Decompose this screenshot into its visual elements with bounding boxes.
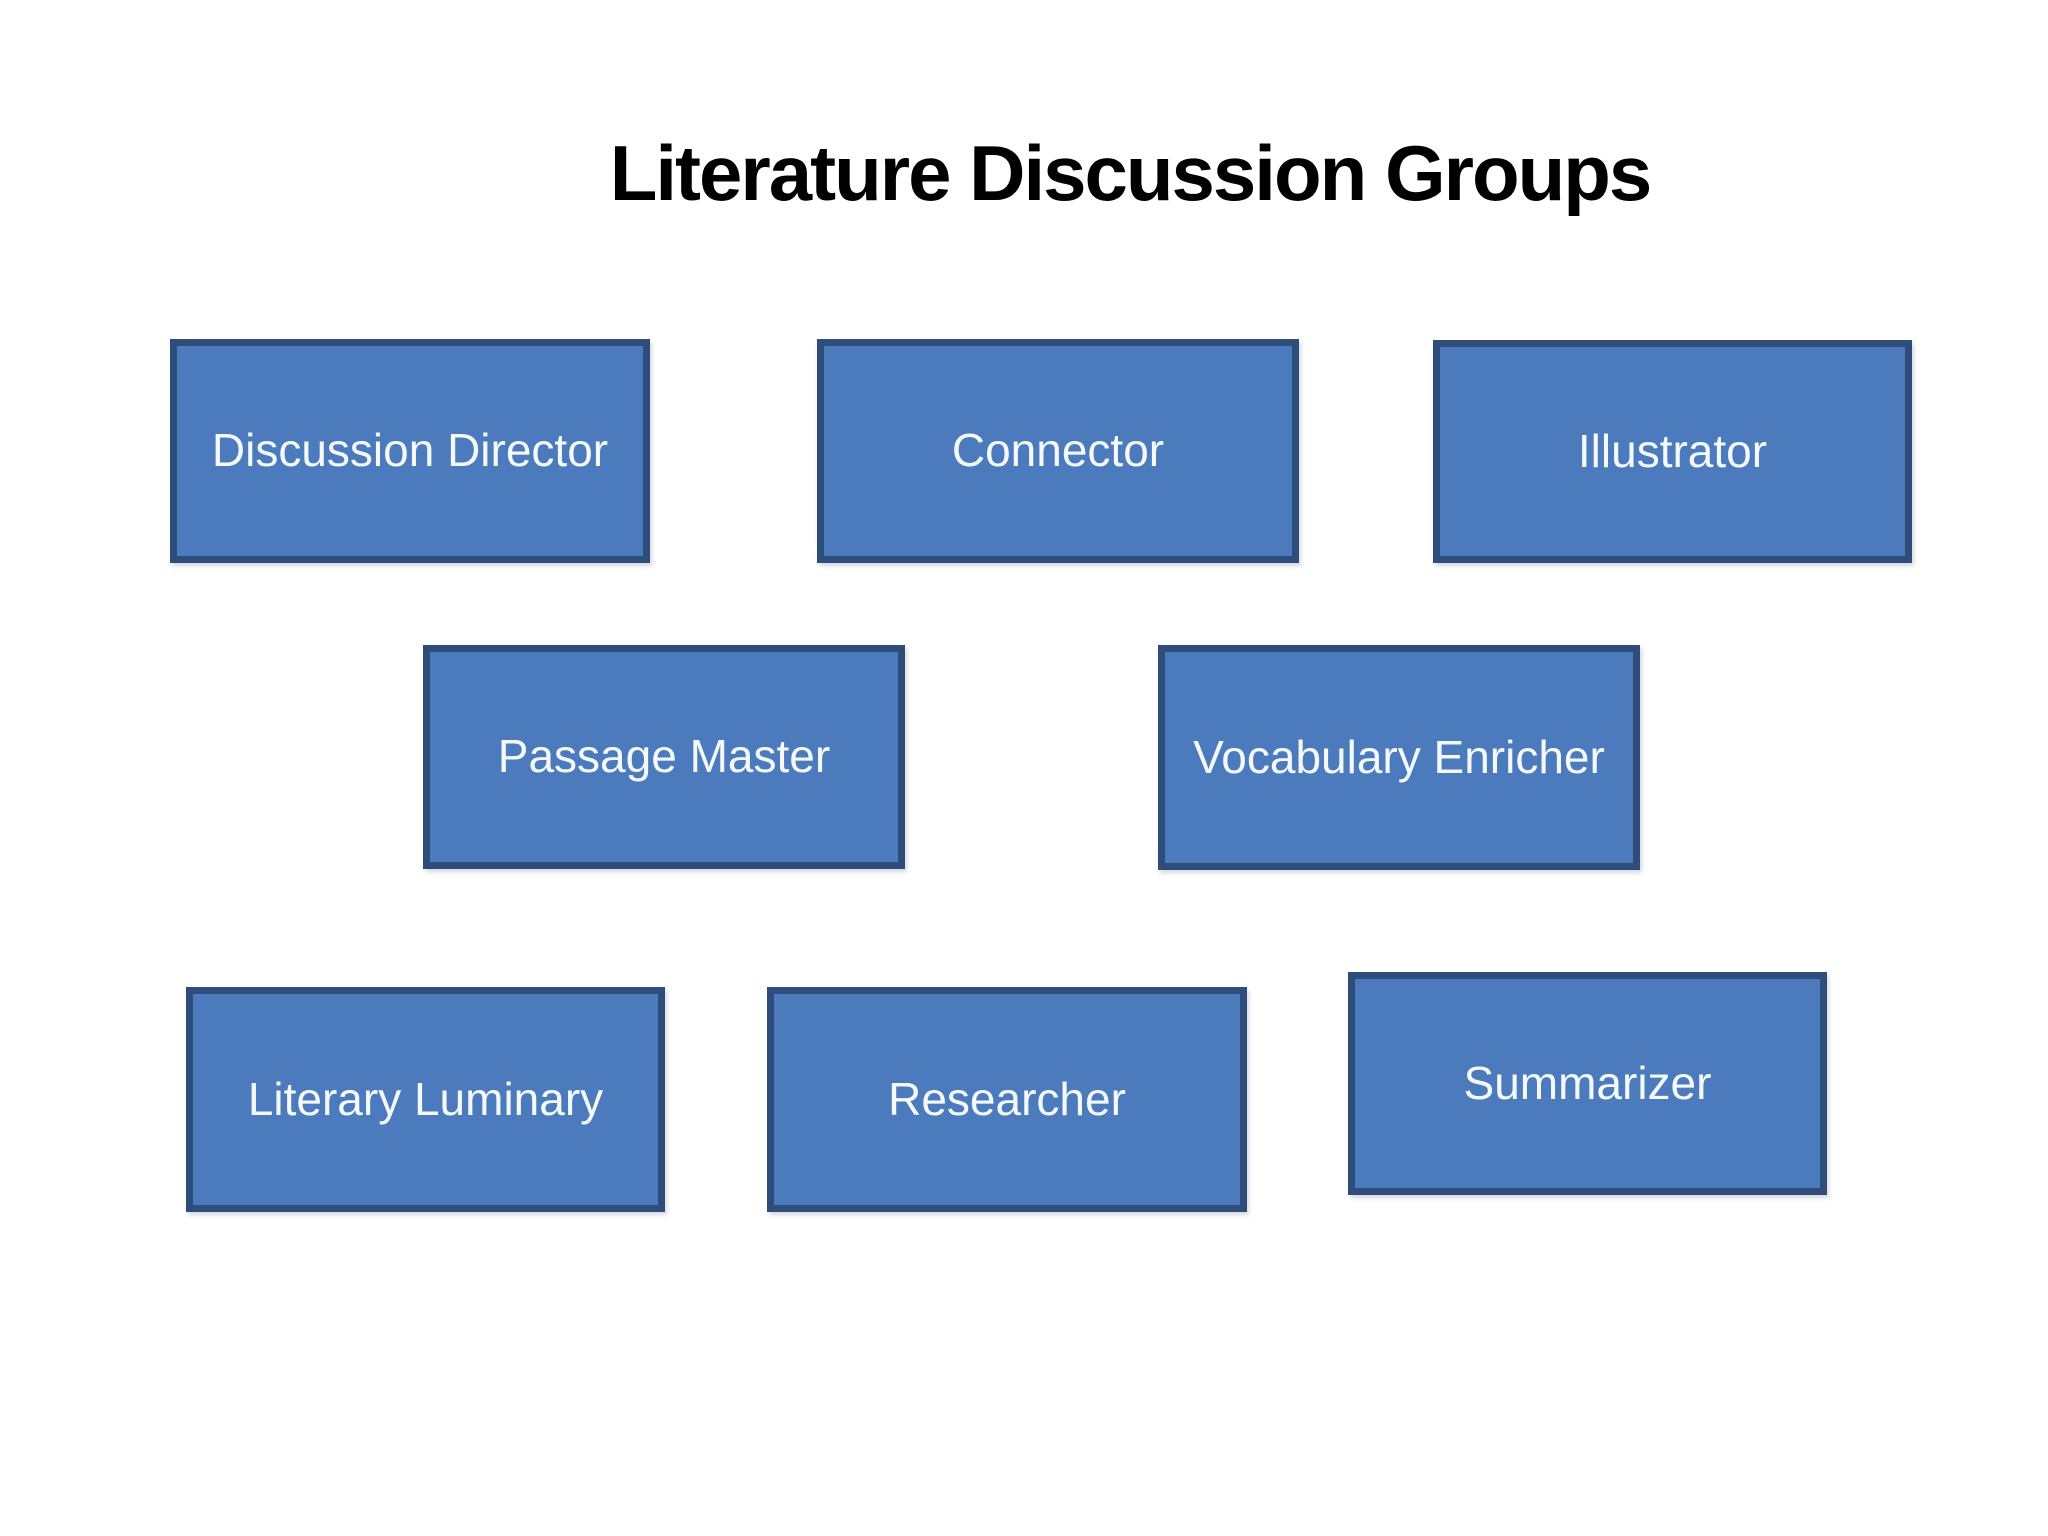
role-box-researcher: Researcher — [767, 987, 1247, 1212]
role-box-illustrator: Illustrator — [1433, 340, 1912, 563]
slide-title: Literature Discussion Groups — [609, 129, 1653, 217]
role-box-vocabulary-enricher: Vocabulary Enricher — [1158, 645, 1640, 870]
role-box-connector: Connector — [817, 339, 1299, 563]
role-label: Literary Luminary — [247, 1072, 604, 1125]
role-label: Researcher — [888, 1072, 1126, 1125]
role-label: Summarizer — [1463, 1056, 1712, 1109]
role-box-discussion-director: Discussion Director — [170, 339, 650, 563]
role-label: Passage Master — [497, 730, 831, 783]
role-label: Vocabulary Enricher — [1193, 730, 1605, 783]
role-label: Connector — [951, 424, 1165, 477]
role-label: Illustrator — [1577, 424, 1768, 477]
role-box-passage-master: Passage Master — [423, 645, 905, 869]
role-box-summarizer: Summarizer — [1348, 972, 1827, 1195]
role-box-literary-luminary: Literary Luminary — [186, 987, 665, 1212]
role-label: Discussion Director — [211, 424, 609, 477]
